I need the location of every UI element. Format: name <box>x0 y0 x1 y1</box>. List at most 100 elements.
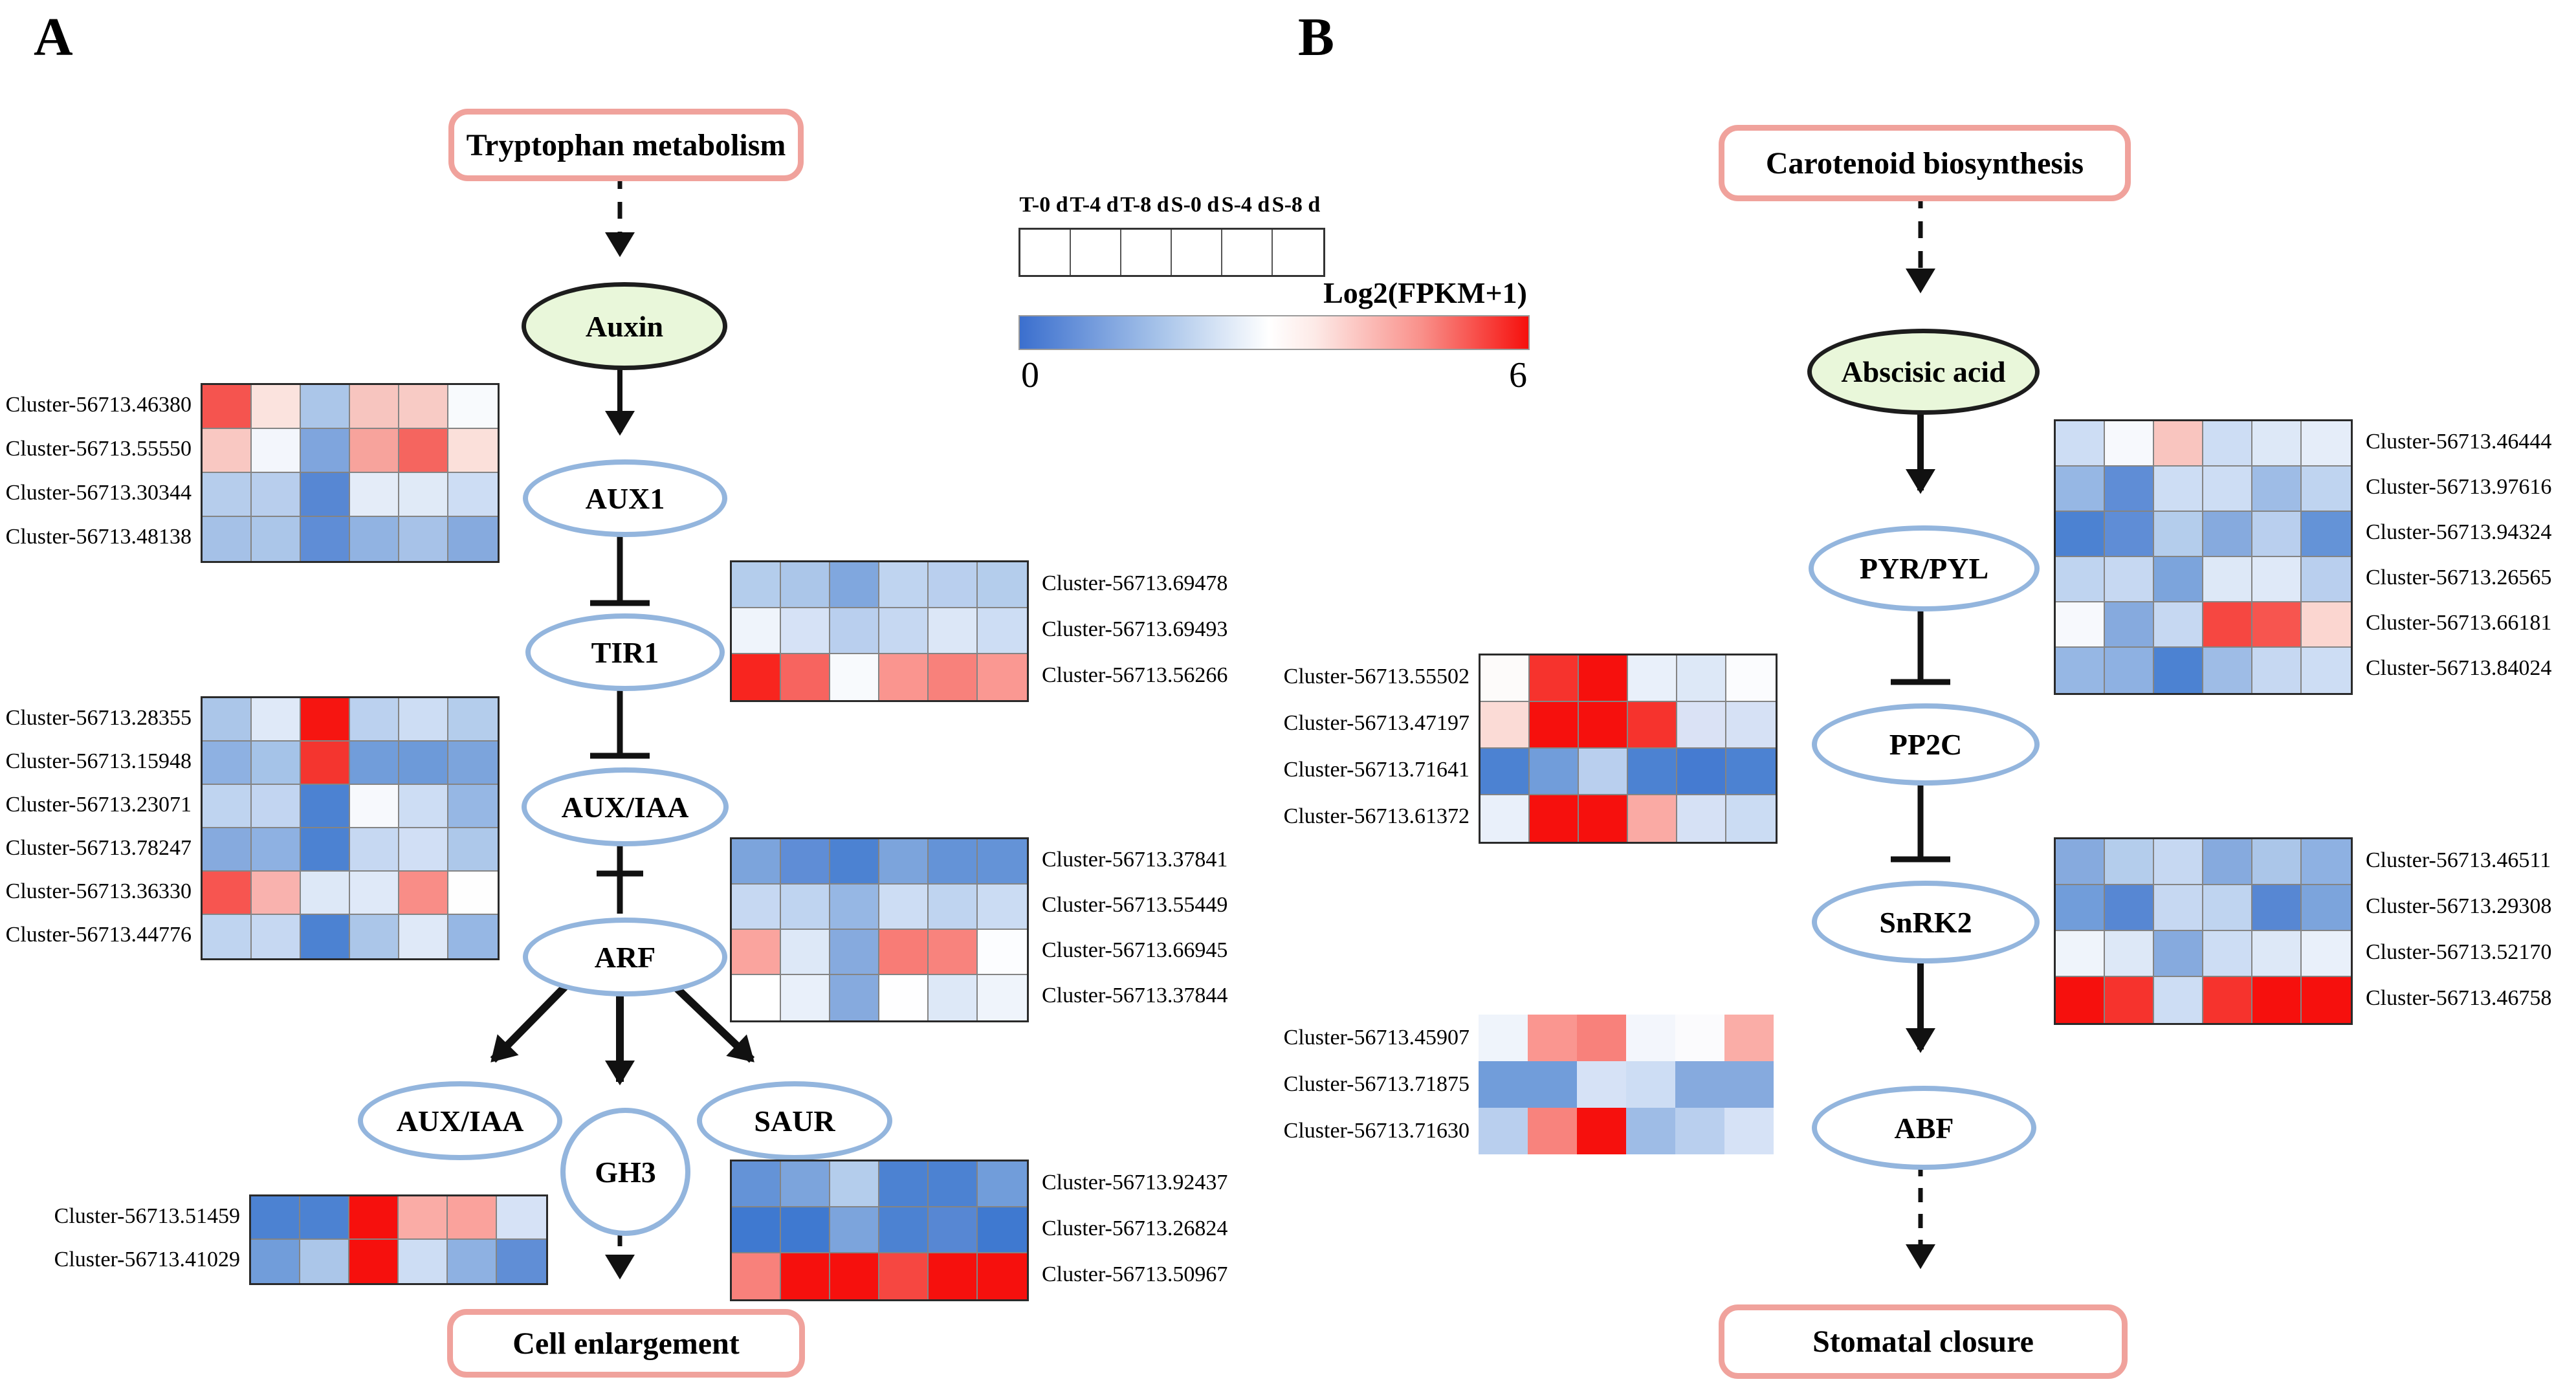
heatmap-cell <box>2203 602 2252 648</box>
heatmap-cell <box>448 742 498 785</box>
heatmap-cell <box>732 885 781 930</box>
heatmap-cell <box>2105 648 2154 693</box>
auxin-node: Auxin <box>522 282 727 370</box>
heatmap-cell <box>929 1161 978 1207</box>
heatmap-cell <box>2203 931 2252 977</box>
heatmap-cell <box>301 785 350 828</box>
heatmap-cell <box>2252 648 2302 693</box>
heatmap-cell <box>2203 648 2252 693</box>
heatmap-cell <box>1675 1108 1724 1154</box>
cluster-label: Cluster-56713.69478 <box>1042 571 1228 595</box>
heatmap-cell <box>1724 1108 1774 1154</box>
cluster-label: Cluster-56713.92437 <box>1042 1170 1228 1194</box>
heatmap-cell <box>399 785 448 828</box>
heatmap-cell <box>2105 557 2154 602</box>
heatmap-cell <box>448 429 498 473</box>
cluster-label: Cluster-56713.52170 <box>2366 940 2552 964</box>
heatmap-cell <box>2056 885 2105 931</box>
heatmap-cell <box>2154 512 2203 557</box>
heatmap-cell <box>929 562 978 608</box>
heatmap-cell <box>301 473 350 517</box>
cluster-label: Cluster-56713.69493 <box>1042 617 1228 641</box>
heatmap-cell <box>1481 655 1530 702</box>
heatmap-cell <box>251 1196 300 1240</box>
heatmap-cell <box>2105 421 2154 467</box>
heatmap-cell <box>2203 467 2252 512</box>
heatmap-cell <box>1530 655 1579 702</box>
heatmap-cell <box>2302 977 2351 1023</box>
heatmap-cell <box>2203 557 2252 602</box>
heatmap-cell <box>2252 839 2302 885</box>
cluster-label: Cluster-56713.55502 <box>1283 665 1470 688</box>
heatmap-cell <box>879 1253 929 1299</box>
heatmap-cell <box>2302 839 2351 885</box>
heatmap-a4 <box>730 837 1029 1022</box>
heatmap-cell <box>399 385 448 429</box>
heatmap-cell <box>978 839 1027 885</box>
heatmap-cell <box>978 562 1027 608</box>
heatmap-cell <box>301 915 350 958</box>
heatmap-cell <box>929 839 978 885</box>
heatmap-cell <box>732 930 781 975</box>
heatmap-cell <box>350 828 399 872</box>
cluster-label: Cluster-56713.46511 <box>2366 848 2551 872</box>
cluster-label: Cluster-56713.55449 <box>1042 893 1228 917</box>
heatmap-cell <box>879 1207 929 1253</box>
heatmap-cell <box>399 698 448 742</box>
heatmap-cell <box>301 698 350 742</box>
heatmap-cell <box>497 1240 546 1283</box>
heatmap-cell <box>2302 885 2351 931</box>
heatmap-cell <box>203 828 252 872</box>
heatmap-cell <box>349 1240 399 1283</box>
heatmap-cell <box>781 930 830 975</box>
heatmap-cell <box>300 1240 349 1283</box>
heatmap-cell <box>300 1196 349 1240</box>
heatmap-cell <box>830 654 879 700</box>
heatmap-cell <box>1579 702 1628 749</box>
heatmap-cell <box>2203 885 2252 931</box>
cluster-label: Cluster-56713.37841 <box>1042 848 1228 872</box>
heatmap-cell <box>2105 512 2154 557</box>
legend-column-label: S-0 d <box>1171 193 1220 217</box>
gh3-node: GH3 <box>560 1108 690 1236</box>
heatmap-cell <box>830 885 879 930</box>
cluster-label: Cluster-56713.46380 <box>5 393 192 417</box>
heatmap-cell <box>929 975 978 1020</box>
heatmap-cell <box>1530 795 1579 842</box>
heatmap-cell <box>2302 421 2351 467</box>
cluster-label: Cluster-56713.36330 <box>5 879 192 903</box>
colorbar-min: 0 <box>1021 355 1039 395</box>
heatmap-cell <box>252 517 301 561</box>
heatmap-cell <box>399 1196 448 1240</box>
heatmap-cell <box>2252 977 2302 1023</box>
heatmap-cell <box>2056 421 2105 467</box>
heatmap-cell <box>830 975 879 1020</box>
heatmap-a5 <box>249 1194 548 1285</box>
cluster-label: Cluster-56713.46444 <box>2366 430 2552 454</box>
heatmap-cell <box>830 839 879 885</box>
heatmap-cell <box>2252 931 2302 977</box>
cluster-label: Cluster-56713.46758 <box>2366 985 2552 1010</box>
heatmap-cell <box>781 885 830 930</box>
heatmap-cell <box>732 975 781 1020</box>
heatmap-cell <box>203 915 252 958</box>
heatmap-cell <box>301 517 350 561</box>
heatmap-cell <box>2203 977 2252 1023</box>
heatmap-cell <box>349 1196 399 1240</box>
heatmap-cell <box>203 429 252 473</box>
heatmap-cell <box>252 785 301 828</box>
heatmap-cell <box>399 473 448 517</box>
heatmap-cell <box>203 785 252 828</box>
colorbar-max: 6 <box>1509 355 1527 395</box>
cluster-label: Cluster-56713.26824 <box>1042 1216 1228 1240</box>
heatmap-cell <box>399 429 448 473</box>
cluster-label: Cluster-56713.56266 <box>1042 663 1228 687</box>
heatmap-cell <box>2154 931 2203 977</box>
tryptophan-metabolism-box: Tryptophan metabolism <box>448 109 804 181</box>
heatmap-b3 <box>2054 837 2353 1025</box>
heatmap-cell <box>2302 931 2351 977</box>
heatmap-cell <box>2252 421 2302 467</box>
heatmap-cell <box>399 517 448 561</box>
heatmap-cell <box>2154 467 2203 512</box>
heatmap-cell <box>2154 885 2203 931</box>
